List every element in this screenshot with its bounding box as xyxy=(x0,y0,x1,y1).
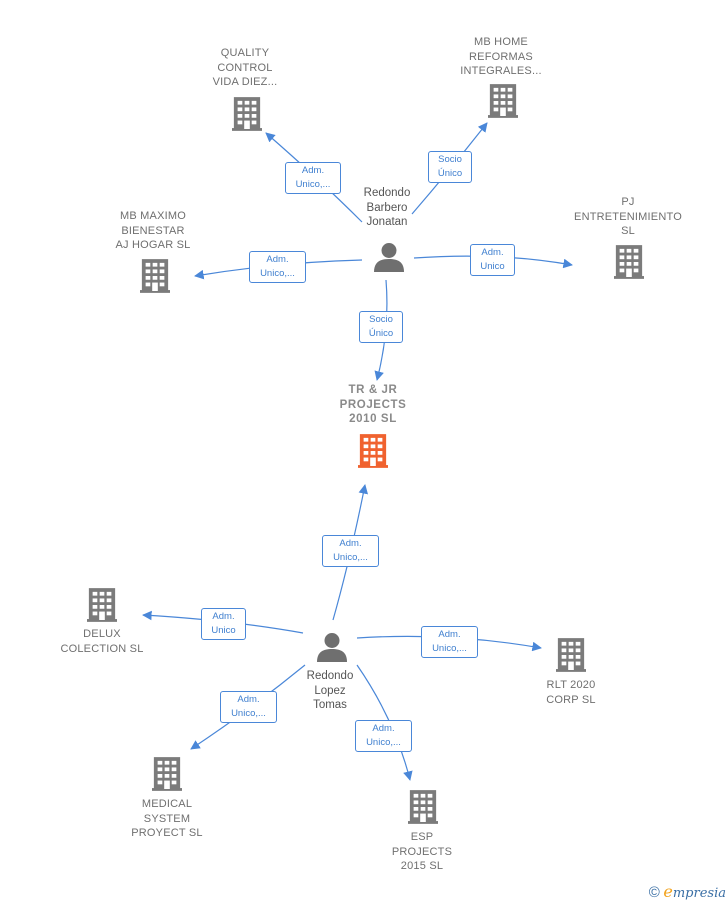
building-icon xyxy=(140,259,170,293)
person-icon xyxy=(374,243,404,272)
node-label-rlt-2020[interactable]: RLT 2020 CORP SL xyxy=(546,679,596,706)
copyright-symbol: © xyxy=(648,884,660,901)
edge-label-rb-trjr[interactable]: Socio Único xyxy=(359,311,403,343)
node-label-mb-maximo[interactable]: MB MAXIMO BIENESTAR AJ HOGAR SL xyxy=(115,210,191,251)
node-label-pj-entretenimiento[interactable]: PJ ENTRETENIMIENTO SL xyxy=(574,196,682,237)
node-label-esp-projects[interactable]: ESP PROJECTS 2015 SL xyxy=(391,831,453,872)
brand-footer: © empresia xyxy=(649,882,726,901)
node-label-medical-system[interactable]: MEDICAL SYSTEM PROYECT SL xyxy=(131,798,203,839)
building-icon xyxy=(152,757,182,791)
edge-label-rl-rlt[interactable]: Adm. Unico,... xyxy=(421,626,478,658)
brand-logo-initial: e xyxy=(663,882,673,901)
person-label-redondo-lopez[interactable]: Redondo Lopez Tomas xyxy=(306,670,354,711)
building-icon xyxy=(488,84,518,118)
edge-label-rl-medical[interactable]: Adm. Unico,... xyxy=(220,691,277,723)
edge-label-rl-delux[interactable]: Adm. Unico xyxy=(201,608,246,640)
person-icon xyxy=(317,633,347,662)
edge-label-rb-pj[interactable]: Adm. Unico xyxy=(470,244,515,276)
edge-label-rb-mbhome[interactable]: Socio Único xyxy=(428,151,472,183)
node-label-tr-jr-projects[interactable]: TR & JR PROJECTS 2010 SL xyxy=(339,384,407,425)
node-label-delux[interactable]: DELUX COLECTION SL xyxy=(60,628,144,655)
building-icon xyxy=(556,638,586,672)
building-icon xyxy=(614,245,644,279)
building-icon xyxy=(87,588,117,622)
edge-label-rb-quality[interactable]: Adm. Unico,... xyxy=(285,162,341,194)
person-label-redondo-barbero[interactable]: Redondo Barbero Jonatan xyxy=(363,187,411,228)
edge-label-rl-trjr[interactable]: Adm. Unico,... xyxy=(322,535,379,567)
building-icon xyxy=(232,97,262,131)
node-label-mb-home[interactable]: MB HOME REFORMAS INTEGRALES... xyxy=(460,36,542,77)
edge-label-rb-mbmaximo[interactable]: Adm. Unico,... xyxy=(249,251,306,283)
building-icon xyxy=(408,790,438,824)
node-label-quality-control[interactable]: QUALITY CONTROL VIDA DIEZ... xyxy=(212,47,278,88)
brand-logo-text: mpresia xyxy=(672,886,726,901)
building-icon xyxy=(358,434,388,468)
edge-label-rl-esp[interactable]: Adm. Unico,... xyxy=(355,720,412,752)
